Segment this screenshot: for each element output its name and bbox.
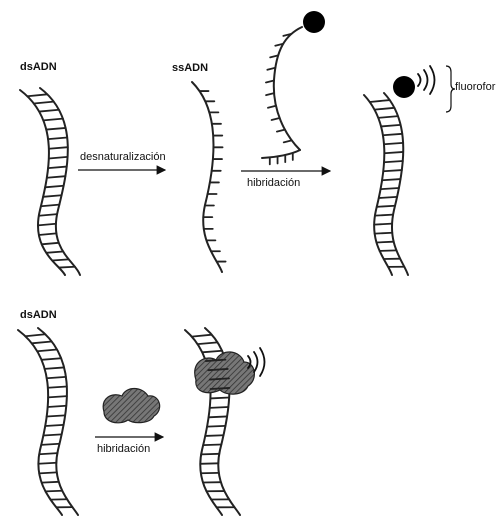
base-pair-rung — [48, 406, 67, 407]
fluoroforo-label: fluorofor — [455, 81, 496, 93]
base-pair-rung — [208, 369, 227, 370]
base-pair-rung — [370, 100, 390, 102]
base-pair-rung — [37, 350, 57, 352]
base-pair-rung — [380, 250, 397, 251]
base-pair-rung — [381, 188, 399, 189]
base-pair-rung — [46, 128, 65, 130]
base-pair-rung — [48, 396, 67, 397]
base-pair-rung — [34, 102, 54, 104]
hibridacion-label-bottom: hibridación — [97, 443, 150, 455]
base-pair-rung — [49, 157, 68, 159]
base-pair-rung — [39, 110, 59, 112]
base-pair-rung — [45, 425, 63, 426]
base-pair-rung — [377, 206, 395, 207]
dsdna-bound-protein — [185, 328, 265, 515]
ssadn-label: ssADN — [172, 62, 208, 74]
fluorophore-dot-icon — [393, 76, 415, 98]
base-pair-rung — [381, 125, 401, 127]
base-pair-rung — [46, 491, 63, 492]
base-pair-rung — [25, 334, 45, 336]
base-pair-rung — [198, 342, 218, 344]
base-pair-rung — [201, 454, 219, 455]
base-pair-rung — [41, 444, 59, 445]
probe-strand — [262, 11, 325, 164]
base-pair-rung — [210, 378, 229, 379]
base-pair-rung — [45, 367, 64, 368]
base-pair-rung — [46, 251, 63, 252]
base-pair-rung — [205, 435, 223, 436]
base-pair-rung — [192, 335, 212, 337]
dsadn-label-top: dsADN — [20, 61, 57, 73]
base-pair-rung — [375, 215, 393, 216]
base-pair-rung — [41, 205, 59, 207]
ssdna — [192, 82, 226, 272]
base-pair-rung — [383, 170, 402, 171]
base-pair-rung — [207, 426, 225, 427]
base-pair-rung — [379, 197, 397, 198]
base-pair-rung — [39, 233, 56, 235]
base-pair-rung — [43, 119, 63, 121]
base-pair-rung — [43, 434, 61, 435]
base-pair-rung — [59, 267, 75, 268]
fluorophore-bracket — [446, 66, 455, 112]
base-pair-rung — [202, 351, 222, 353]
hibridacion-label-top: hibridación — [247, 177, 300, 189]
dsdna-top — [20, 88, 80, 275]
base-pair-rung — [42, 358, 62, 360]
base-pair-rung — [210, 407, 229, 408]
base-pair-rung — [210, 397, 229, 398]
base-pair-rung — [47, 415, 65, 416]
base-pair-rung — [375, 108, 395, 110]
base-pair-rung — [384, 161, 403, 162]
base-pair-rung — [32, 341, 52, 343]
dsadn-label-bottom: dsADN — [20, 309, 57, 321]
base-pair-rung — [48, 167, 67, 169]
probe-base-tick — [277, 130, 285, 132]
dsdna-bottom — [18, 328, 78, 515]
probe-base-tick — [266, 93, 274, 95]
base-pair-rung — [47, 377, 66, 378]
desnaturalizacion-label: desnaturalización — [80, 151, 166, 163]
probe-base-tick — [268, 106, 276, 108]
base-pair-rung — [209, 416, 227, 417]
base-pair-rung — [42, 482, 59, 483]
base-pair-rung — [38, 224, 56, 226]
base-pair-rung — [52, 259, 69, 260]
base-pair-rung — [39, 453, 57, 454]
base-pair-rung — [378, 116, 398, 118]
base-pair-rung — [384, 143, 403, 144]
base-pair-rung — [203, 445, 221, 446]
base-pair-rung — [375, 233, 393, 234]
base-pair-rung — [210, 388, 229, 389]
dsdna-hybridized-probe — [364, 66, 455, 275]
base-pair-rung — [383, 134, 402, 135]
base-pair-rung — [43, 195, 61, 197]
fluorophore-dot-icon — [303, 11, 325, 33]
base-pair-rung — [42, 243, 59, 244]
base-pair-rung — [382, 179, 400, 180]
radio-waves-icon — [418, 66, 435, 94]
base-pair-rung — [45, 186, 63, 188]
base-pair-rung — [39, 472, 57, 473]
base-pair-rung — [39, 214, 57, 216]
base-pair-rung — [38, 463, 56, 464]
protein-blob-icon — [103, 389, 159, 423]
base-pair-rung — [374, 224, 392, 225]
probe-base-tick — [284, 140, 292, 142]
base-pair-rung — [49, 147, 68, 149]
probe-base-tick — [272, 118, 280, 120]
base-pair-rung — [48, 138, 67, 140]
base-pair-rung — [47, 176, 66, 178]
base-pair-rung — [384, 152, 403, 153]
probe-base-tick — [266, 80, 274, 82]
base-pair-rung — [48, 386, 67, 387]
base-pair-rung — [27, 94, 47, 96]
base-pair-rung — [376, 242, 393, 243]
